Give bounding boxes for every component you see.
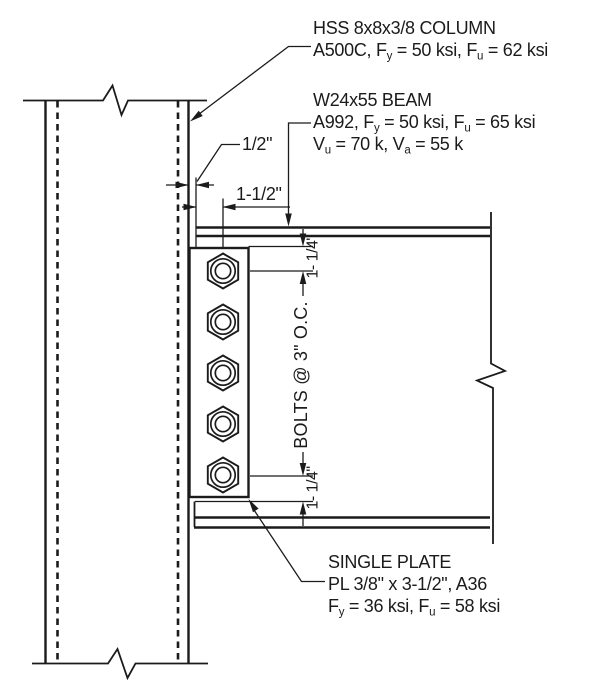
beam-callout-line1: W24x55 BEAM (313, 90, 432, 110)
dimension-top-edge: 1- 1/4" (248, 229, 322, 296)
bolt-washer-circle (209, 410, 237, 438)
bolt-shank-circle (214, 466, 232, 484)
column-callout-line2: A500C, Fy = 50 ksi, Fu = 62 ksi (313, 40, 548, 63)
arrow-up-icon (299, 271, 307, 284)
bolt-washer-circle (209, 257, 237, 285)
bolt-shank-circle (214, 262, 232, 280)
arrow-right-icon (175, 181, 189, 189)
leader-line (196, 45, 311, 117)
callout-column: HSS 8x8x3/8 COLUMN A500C, Fy = 50 ksi, F… (190, 18, 548, 122)
beam-callout-line3: Vu = 70 k, Va = 55 k (313, 134, 464, 157)
arrow-right-icon (183, 203, 197, 211)
arrow-down-icon (285, 213, 292, 227)
dimension-bottom-edge: 1- 1/4" (195, 466, 322, 526)
arrow-left-icon (196, 181, 209, 189)
dimension-setback: 1/2" (166, 134, 273, 247)
callout-plate: SINGLE PLATE PL 3/8" x 3-1/2", A36 Fy = … (248, 499, 500, 619)
arrow-icon (190, 110, 203, 122)
bolt-shank-circle (214, 415, 232, 433)
column-callout-line1: HSS 8x8x3/8 COLUMN (313, 18, 496, 38)
bolt-shank-circle (214, 313, 232, 331)
callout-beam: W24x55 BEAM A992, Fy = 50 ksi, Fu = 65 k… (285, 90, 536, 227)
leader-line (287, 122, 311, 214)
leader-line (253, 509, 325, 583)
w24-beam (193, 212, 508, 544)
plate-outline (188, 246, 250, 499)
arrow-down-icon (299, 463, 307, 476)
arrow-icon (248, 499, 259, 513)
bolt-washer-circle (209, 359, 237, 387)
dimension-label: 1-1/2" (236, 184, 282, 204)
bolt (206, 303, 240, 341)
beam-callout-line2: A992, Fy = 50 ksi, Fu = 65 ksi (313, 112, 535, 135)
plate-callout-line3: Fy = 36 ksi, Fu = 58 ksi (328, 596, 500, 619)
bolt (206, 405, 240, 443)
dimension-horizontal-edge: 1-1/2" (182, 184, 290, 247)
leader-line (196, 143, 240, 182)
arrow-down-icon (299, 233, 307, 247)
bolt (206, 456, 240, 494)
arrow-left-icon (222, 203, 236, 211)
hss-column (23, 83, 208, 681)
arrow-up-icon (299, 501, 307, 515)
bolt-group (206, 252, 240, 494)
bolt (206, 252, 240, 290)
bolt (206, 354, 240, 392)
shear-plate (188, 246, 250, 499)
dimension-label: 1- 1/4" (305, 235, 322, 278)
dimension-bolt-spacing: BOLTS @ 3" O.C. (250, 301, 313, 477)
column-top-break-line (23, 83, 207, 118)
bolt-washer-circle (209, 461, 237, 489)
dimension-label: 1/2" (242, 134, 272, 154)
dimension-label: 1- 1/4" (305, 466, 322, 509)
plate-callout-line1: SINGLE PLATE (328, 552, 451, 572)
bolt-washer-circle (209, 308, 237, 336)
column-bottom-break-line (32, 646, 208, 681)
dimension-label: BOLTS @ 3" O.C. (291, 301, 311, 448)
beam-right-break-line (474, 212, 508, 544)
bolt-shank-circle (214, 364, 232, 382)
plate-callout-line2: PL 3/8" x 3-1/2", A36 (328, 574, 487, 594)
